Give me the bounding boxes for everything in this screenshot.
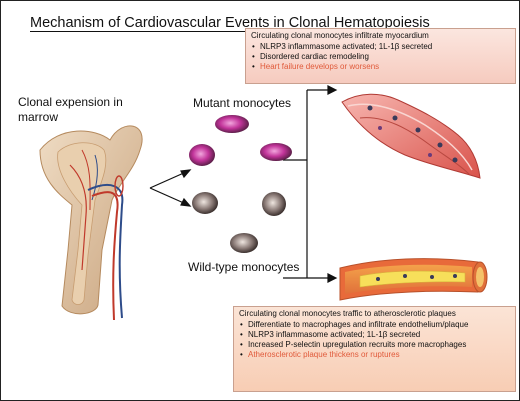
myocardium-outcome: Heart failure develops or worsens xyxy=(252,62,510,72)
clonal-expansion-label: Clonal expension in marrow xyxy=(18,95,123,124)
blood-vessels xyxy=(87,175,124,321)
wild-type-monocytes xyxy=(192,192,286,253)
bone-marrow-illustration xyxy=(39,125,143,315)
myocardium-box-heading: Circulating clonal monocytes infiltrate … xyxy=(251,31,429,40)
connector-arrows xyxy=(149,85,338,283)
plaque-outcome: Atherosclerotic plaque thickens or ruptu… xyxy=(240,350,510,360)
plaque-mechanism-box: Circulating clonal monocytes traffic to … xyxy=(233,306,516,392)
figure-title: Mechanism of Cardiovascular Events in Cl… xyxy=(30,15,430,31)
plaque-item-2: NLRP3 inflammasome activated; 1L-1β secr… xyxy=(240,330,510,340)
myocardium-illustration xyxy=(341,93,481,179)
wild-type-monocytes-label: Wild-type monocytes xyxy=(188,260,300,274)
plaque-item-3: Increased P-selectin upregulation recrui… xyxy=(240,340,510,350)
mutant-monocytes-label: Mutant monocytes xyxy=(193,96,292,110)
plaque-box-list: Differentiate to macrophages and infiltr… xyxy=(239,320,510,360)
plaque-box-heading: Circulating clonal monocytes traffic to … xyxy=(239,309,456,318)
myocardium-item-2: Disordered cardiac remodeling xyxy=(252,52,510,62)
plaque-item-1: Differentiate to macrophages and infiltr… xyxy=(240,320,510,330)
myocardium-mechanism-box: Circulating clonal monocytes infiltrate … xyxy=(245,28,516,84)
mutant-monocytes xyxy=(189,115,292,166)
plaque-vessel-illustration xyxy=(339,258,488,301)
myocardium-item-1: NLRP3 inflammasome activated; 1L-1β secr… xyxy=(252,42,510,52)
myocardium-box-list: NLRP3 inflammasome activated; 1L-1β secr… xyxy=(251,42,510,72)
